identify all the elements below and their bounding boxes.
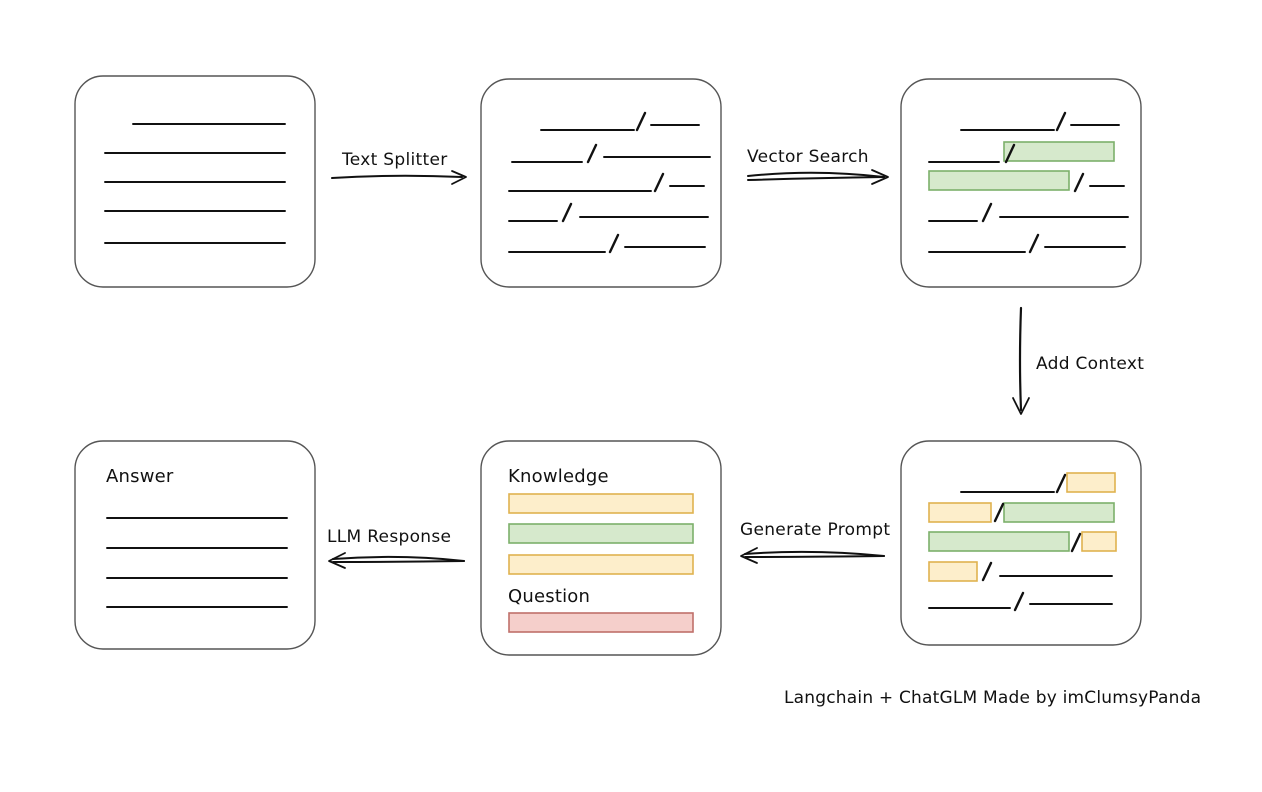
context-chunks-highlights bbox=[928, 472, 1117, 582]
knowledge-bar-green-1 bbox=[508, 523, 694, 544]
arrow-llm-response-head bbox=[328, 552, 346, 569]
arrow-text-splitter-label: Text Splitter bbox=[341, 150, 448, 170]
prompt-box[interactable]: Knowledge Question bbox=[480, 440, 722, 656]
chunk-slash-5 bbox=[608, 233, 620, 254]
context-highlight-yellow-4 bbox=[928, 561, 978, 582]
arrow-vector-search-label: Vector Search bbox=[747, 147, 869, 167]
prompt-question-bars bbox=[508, 612, 694, 633]
context-highlight-green-2 bbox=[928, 531, 1070, 552]
footer-credit: Langchain + ChatGLM Made by imClumsyPand… bbox=[784, 688, 1201, 708]
answer-lines bbox=[106, 517, 288, 608]
matched-chunks-box[interactable] bbox=[900, 78, 1142, 288]
arrow-vector-search: Vector Search bbox=[747, 147, 889, 185]
arrow-text-splitter-head bbox=[451, 170, 467, 185]
split-chunks-lines bbox=[508, 124, 711, 253]
context-highlight-yellow-2 bbox=[928, 502, 992, 523]
context-highlight-green-1 bbox=[1003, 502, 1115, 523]
prompt-knowledge-bars bbox=[508, 493, 694, 575]
matched-slash-2 bbox=[1004, 143, 1016, 164]
arrow-vector-search-head bbox=[871, 169, 889, 185]
chunk-slash-4 bbox=[561, 202, 573, 223]
context-slash-1 bbox=[1055, 473, 1067, 494]
split-chunks-slashes bbox=[561, 111, 665, 254]
matched-highlight-green-2 bbox=[928, 170, 1070, 191]
answer-heading: Answer bbox=[106, 466, 174, 487]
chunk-slash-2 bbox=[586, 143, 598, 164]
source-document-box[interactable] bbox=[74, 75, 316, 288]
context-chunks-lines bbox=[928, 491, 1113, 609]
split-chunks-box[interactable] bbox=[480, 78, 722, 288]
context-chunks-slashes bbox=[981, 473, 1082, 612]
matched-highlight-green-1 bbox=[1003, 141, 1115, 162]
arrow-llm-response: LLM Response bbox=[327, 527, 465, 569]
context-chunks-box[interactable] bbox=[900, 440, 1142, 646]
matched-slash-1 bbox=[1055, 111, 1067, 132]
matched-chunks-highlights bbox=[928, 141, 1115, 191]
context-highlight-yellow-1 bbox=[1066, 472, 1116, 493]
matched-slash-4 bbox=[981, 202, 993, 223]
arrow-vector-search-shaft-top bbox=[747, 171, 885, 178]
prompt-knowledge-heading: Knowledge bbox=[508, 466, 609, 487]
arrow-llm-response-label: LLM Response bbox=[327, 527, 451, 547]
question-bar-red-1 bbox=[508, 612, 694, 633]
matched-chunks-lines bbox=[928, 124, 1129, 253]
context-slash-2 bbox=[993, 502, 1005, 523]
arrow-text-splitter: Text Splitter bbox=[331, 150, 467, 185]
arrow-add-context-label: Add Context bbox=[1036, 354, 1144, 374]
arrow-text-splitter-shaft bbox=[331, 174, 463, 179]
matched-slash-3 bbox=[1073, 172, 1085, 193]
chunk-slash-3 bbox=[653, 172, 665, 193]
arrow-llm-response-shaft-top bbox=[332, 555, 465, 562]
arrow-llm-response-shaft-bottom bbox=[332, 560, 465, 563]
answer-box-outline bbox=[74, 440, 316, 650]
source-document-lines bbox=[104, 123, 286, 244]
arrow-generate-prompt-head bbox=[740, 547, 758, 564]
arrow-generate-prompt-shaft-bottom bbox=[744, 555, 885, 558]
arrow-generate-prompt-label: Generate Prompt bbox=[740, 520, 890, 540]
context-slash-3 bbox=[1070, 532, 1082, 553]
context-highlight-yellow-3 bbox=[1081, 531, 1117, 552]
matched-chunks-slashes bbox=[981, 111, 1085, 254]
context-slash-4 bbox=[981, 561, 993, 582]
arrow-add-context-head bbox=[1012, 397, 1030, 415]
prompt-question-heading: Question bbox=[508, 586, 590, 607]
chunk-slash-1 bbox=[635, 111, 647, 132]
arrow-add-context-shaft bbox=[1018, 306, 1023, 412]
arrow-generate-prompt-shaft-top bbox=[744, 550, 885, 557]
arrow-generate-prompt: Generate Prompt bbox=[740, 520, 890, 564]
knowledge-bar-yellow-1 bbox=[508, 493, 694, 514]
arrow-add-context: Add Context bbox=[1012, 306, 1144, 415]
arrow-vector-search-shaft-bottom bbox=[747, 176, 885, 181]
matched-slash-5 bbox=[1028, 233, 1040, 254]
answer-box[interactable]: Answer bbox=[74, 440, 316, 650]
split-chunks-box-outline bbox=[480, 78, 722, 288]
context-slash-5 bbox=[1013, 591, 1025, 612]
knowledge-bar-yellow-2 bbox=[508, 554, 694, 575]
